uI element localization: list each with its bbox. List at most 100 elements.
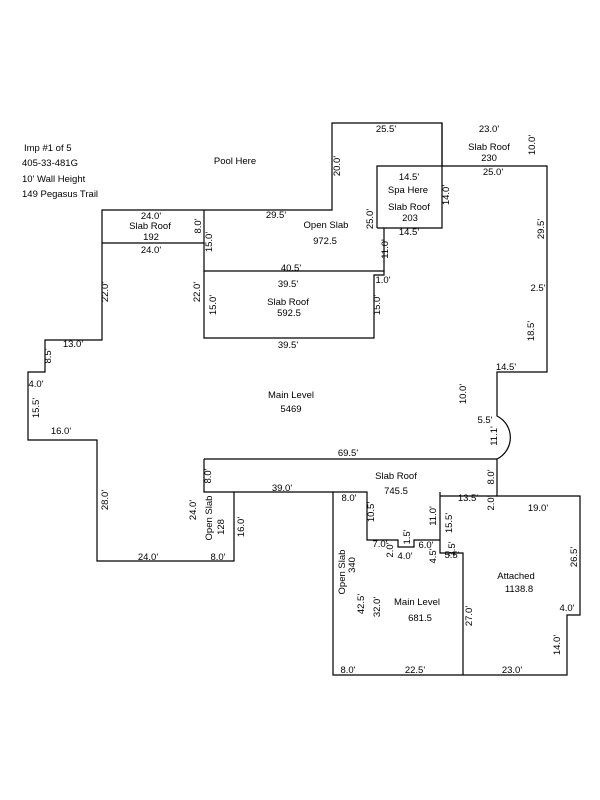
dim-label: 14.5': [496, 362, 516, 373]
dim-label: 25.0': [483, 167, 503, 178]
lower-partitions: [333, 491, 497, 675]
slab-roof-top-right-value: 230: [481, 153, 497, 164]
dim-label: 11.0': [380, 239, 391, 259]
open-slab-small-label: Open Slab: [204, 496, 215, 541]
dim-label: 16.0': [236, 517, 247, 537]
dim-label: 8.0': [210, 552, 225, 563]
dim-label: 7.0': [372, 539, 387, 550]
dim-label: 40.5': [281, 263, 301, 274]
dim-label: 14.0': [441, 185, 452, 205]
dim-label: 4.0': [28, 379, 43, 390]
dim-label: 10.5': [366, 502, 377, 522]
dim-label: 69.5': [338, 448, 358, 459]
dim-label: 24.0': [141, 245, 161, 256]
dim-label: 22.0': [100, 282, 111, 302]
slab-roof-spa-label: Slab Roof: [388, 202, 430, 213]
dim-label: 27.0': [464, 606, 475, 626]
open-slab-tall-label: Open Slab: [337, 550, 348, 595]
dim-label: 4.0': [397, 551, 412, 562]
slab-roof-left-value: 192: [143, 232, 159, 243]
main-level-small-value: 681.5: [408, 613, 432, 624]
dim-label: 11.1': [489, 426, 500, 446]
dim-label: 24.0': [188, 500, 199, 520]
dim-label: 1.5': [402, 529, 413, 544]
slab-roof-spa-value: 203: [402, 213, 418, 224]
dim-label: 11.0': [428, 506, 439, 526]
dim-label: 25.5': [376, 124, 396, 135]
open-slab-top-outline: [203, 228, 385, 272]
dim-label: 10.0': [458, 384, 469, 404]
dim-label: 14.5': [399, 172, 419, 183]
dim-label: 22.0': [192, 282, 203, 302]
dim-label: 8.0': [203, 468, 214, 483]
dim-label: 18.5': [526, 321, 537, 341]
dim-label: 5.5': [477, 415, 492, 426]
wall-height: 10' Wall Height: [22, 174, 86, 185]
dim-label: 8.0': [341, 493, 356, 504]
open-slab-top-label: Open Slab: [304, 220, 349, 231]
dim-label: 15.0': [372, 295, 383, 315]
property-info: Imp #1 of 5 405-33-481G 10' Wall Height …: [22, 143, 98, 200]
dim-label: 2.5': [530, 283, 545, 294]
area-labels: Slab Roof 230 Slab Roof 203 Slab Roof 19…: [129, 142, 535, 624]
dim-label: 22.5': [405, 665, 425, 676]
dim-label: 1.0': [375, 275, 390, 286]
dim-label: 15.5': [444, 513, 455, 533]
dim-label: 24.0': [141, 211, 161, 222]
dim-label: 14.0': [552, 635, 563, 655]
attached-value: 1138.8: [505, 584, 533, 595]
pool-note: Pool Here: [214, 156, 256, 167]
dim-label: 23.0': [502, 665, 522, 676]
dim-label: 8.0': [193, 218, 204, 233]
main-level-label: Main Level: [268, 390, 314, 401]
dim-label: 39.5': [278, 279, 298, 290]
spa-note: Spa Here: [388, 185, 428, 196]
main-level-value: 5469: [280, 404, 301, 415]
dim-label: 13.5': [458, 493, 478, 504]
outer-outline: [27, 122, 581, 676]
dim-label: 13.0': [63, 339, 83, 350]
attached-label: Attached: [497, 571, 535, 582]
dim-label: 3.5': [447, 541, 458, 556]
walls: [27, 122, 581, 676]
dim-label: 8.0': [340, 665, 355, 676]
open-slab-top-value: 972.5: [313, 236, 337, 247]
slab-roof-bottom-label: Slab Roof: [375, 471, 417, 482]
dim-label: 25.0': [365, 209, 376, 229]
slab-roof-mid-outline: [203, 271, 385, 339]
dim-label: 28.0': [100, 490, 111, 510]
dim-label: 23.0': [479, 124, 499, 135]
dim-label: 24.0': [138, 552, 158, 563]
dim-label: 14.5': [399, 227, 419, 238]
slab-roof-bottom-outline: [203, 458, 497, 493]
dim-label: 20.0': [332, 156, 343, 176]
notes: Pool Here Spa Here: [214, 156, 428, 196]
dim-label: 4.0': [559, 603, 574, 614]
dim-label: 15.5': [31, 398, 42, 418]
dim-label: 26.5': [569, 547, 580, 567]
dim-label: 6.0': [418, 540, 433, 551]
dim-label: 39.5': [278, 340, 298, 351]
dim-label: 29.5': [536, 219, 547, 239]
dim-label: 8.0': [486, 469, 497, 484]
address: 149 Pegasus Trail: [22, 189, 98, 200]
dimension-labels: 25.5' 23.0' 10.0' 20.0' 25.0' 14.5' 14.0…: [28, 124, 580, 676]
dim-label: 42.5': [356, 594, 367, 614]
dim-label: 8.5': [43, 348, 54, 363]
dim-label: 4.5': [428, 548, 439, 563]
dim-label: 10.0': [527, 135, 538, 155]
dim-label: 5.5': [444, 550, 459, 561]
imp-number: Imp #1 of 5: [24, 143, 72, 154]
main-level-small-label: Main Level: [394, 597, 440, 608]
dim-label: 2.0': [486, 495, 497, 510]
dim-label: 15.0': [208, 295, 219, 315]
dim-label: 32.0': [372, 597, 383, 617]
open-slab-small-value: 128: [216, 519, 227, 535]
dim-label: 2.0': [385, 542, 396, 557]
slab-roof-left-label: Slab Roof: [129, 221, 171, 232]
dim-label: 39.0': [272, 483, 292, 494]
open-slab-tall-value: 340: [347, 557, 358, 573]
slab-roof-top-right-label: Slab Roof: [468, 142, 510, 153]
parcel-number: 405-33-481G: [22, 158, 78, 169]
